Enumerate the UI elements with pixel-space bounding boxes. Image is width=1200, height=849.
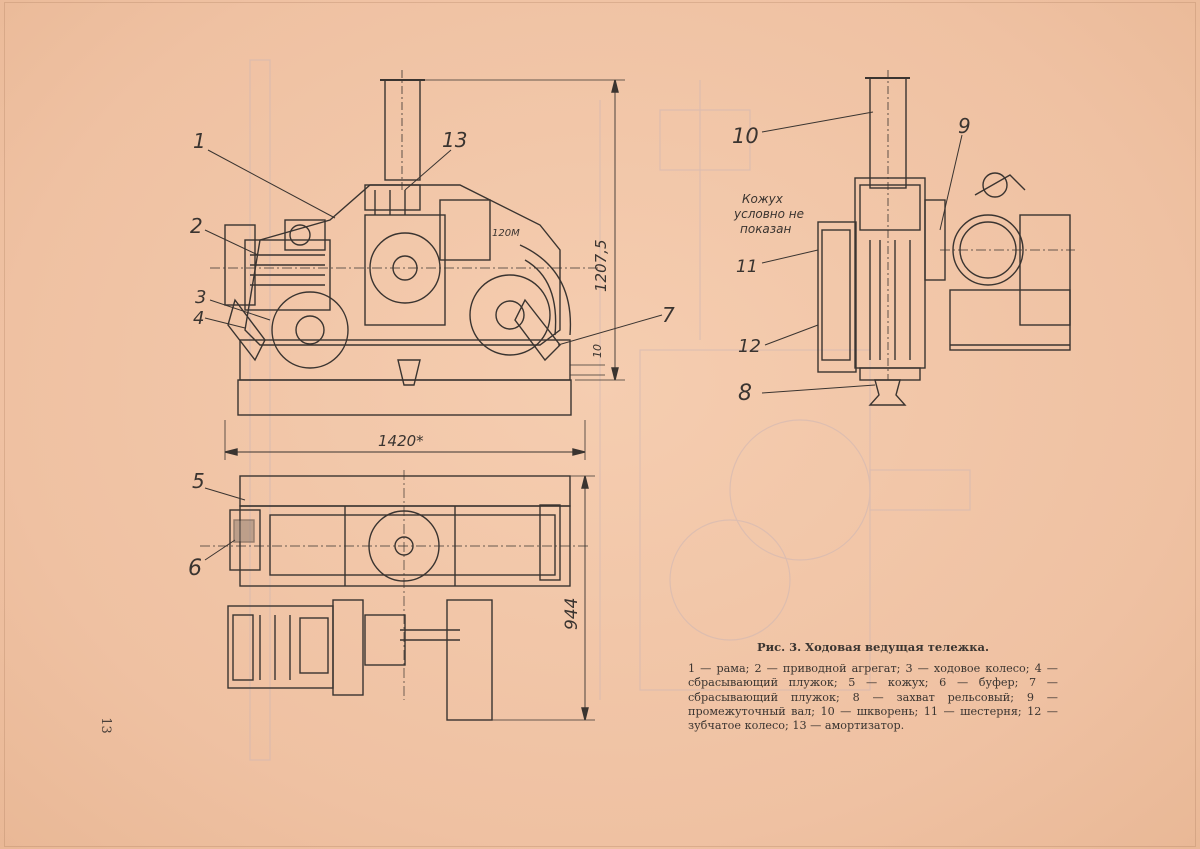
caption-text: 1 — рама; 2 — приводной агрегат; 3 — ход… (688, 662, 1058, 733)
front-view (817, 70, 1075, 406)
dimension-gap: 10 (591, 344, 604, 358)
callout-9: 9 (958, 114, 971, 138)
note-line-3: показан (740, 222, 792, 236)
callout-8: 8 (738, 381, 752, 406)
dimension-weld: 120M (492, 228, 520, 239)
dimension-height: 1207,5 (592, 240, 610, 293)
page-number: 13 (97, 717, 113, 734)
callout-labels: 1 2 3 4 5 6 7 8 9 10 11 12 13 (188, 114, 971, 581)
callout-3: 3 (195, 287, 206, 308)
side-view (210, 70, 625, 460)
caption-title: Рис. 3. Ходовая ведущая тележка. (756, 640, 990, 654)
page-border (4, 2, 1196, 847)
callout-12: 12 (738, 336, 761, 357)
dimension-length: 1420* (378, 432, 424, 450)
callout-7: 7 (662, 303, 675, 327)
callout-1: 1 (193, 129, 206, 153)
dimension-labels: 1207,5 1420* 944 10 120M (378, 228, 610, 630)
note-line-1: Кожух (742, 192, 784, 206)
callout-11: 11 (736, 257, 758, 277)
show-through-ghost (249, 59, 971, 761)
callout-6: 6 (188, 556, 202, 581)
callout-10: 10 (732, 124, 759, 148)
callout-4: 4 (193, 308, 204, 329)
leader-lines (204, 111, 963, 561)
callout-2: 2 (190, 214, 203, 238)
callout-13: 13 (442, 128, 467, 152)
plan-view (200, 470, 595, 721)
figure-caption: Рис. 3. Ходовая ведущая тележка. 1 — рам… (688, 640, 1058, 733)
callout-5: 5 (192, 469, 205, 493)
cover-note: Кожух условно не показан (733, 192, 804, 236)
note-line-2: условно не (733, 207, 804, 221)
dimension-width: 944 (562, 598, 582, 630)
